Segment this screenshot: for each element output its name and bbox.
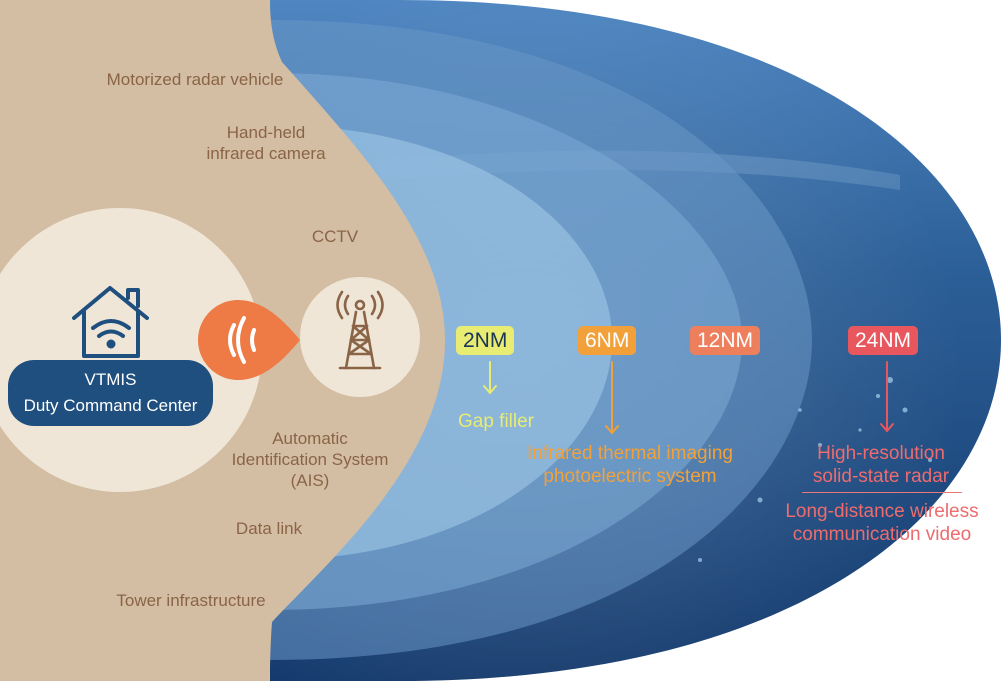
label-handheld-infrared-camera: Hand-held infrared camera	[176, 122, 356, 164]
system-gap-filler: Gap filler	[457, 411, 535, 432]
label-data-link: Data link	[235, 519, 303, 538]
down-arrow-icon-24nm	[880, 361, 894, 433]
range-tag-24nm: 24NM	[848, 326, 919, 355]
down-arrow-icon	[483, 361, 497, 395]
range-tag-12nm: 12NM	[690, 326, 761, 355]
system-infrared-thermal: Infrared thermal imaging photoelectric s…	[500, 442, 760, 488]
tower-circle	[300, 277, 420, 397]
house-wifi-icon	[72, 286, 149, 358]
range-tag-2nm: 2NM	[456, 326, 515, 355]
label-tower-infrastructure: Tower infrastructure	[116, 591, 266, 610]
system-wireless-line2: communication video	[792, 524, 972, 545]
label-handheld-line2: infrared camera	[206, 144, 326, 163]
sea-bubbles	[698, 377, 932, 562]
system-radar-line1: High-resolution	[817, 443, 945, 464]
system-wireless-video: Long-distance wireless communication vid…	[766, 500, 998, 546]
label-ais: Automatic Identification System (AIS)	[220, 428, 400, 491]
system-wireless-line1: Long-distance wireless	[785, 501, 979, 522]
system-divider	[802, 492, 962, 493]
label-ais-line2: Identification System	[231, 450, 389, 469]
signal-waves-icon	[228, 316, 256, 364]
system-radar-line2: solid-state radar	[812, 466, 950, 487]
radio-tower-icon	[336, 290, 384, 370]
signal-badge	[198, 300, 300, 380]
down-arrow-icon-6nm	[605, 361, 619, 435]
label-cctv: CCTV	[311, 227, 359, 246]
command-center-line2: Duty Command Center	[23, 396, 198, 415]
label-motorized-radar-vehicle: Motorized radar vehicle	[106, 70, 284, 89]
range-tag-6nm: 6NM	[578, 326, 637, 355]
system-solid-state-radar: High-resolution solid-state radar	[776, 442, 986, 488]
system-infrared-line1: Infrared thermal imaging	[527, 443, 733, 464]
label-ais-line3: (AIS)	[290, 471, 330, 490]
command-center-line1: VTMIS	[84, 370, 137, 389]
label-ais-line1: Automatic	[272, 429, 348, 448]
system-infrared-line2: photoelectric system	[543, 466, 717, 487]
label-handheld-line1: Hand-held	[226, 123, 306, 142]
command-center-bar: VTMIS Duty Command Center	[8, 360, 213, 426]
